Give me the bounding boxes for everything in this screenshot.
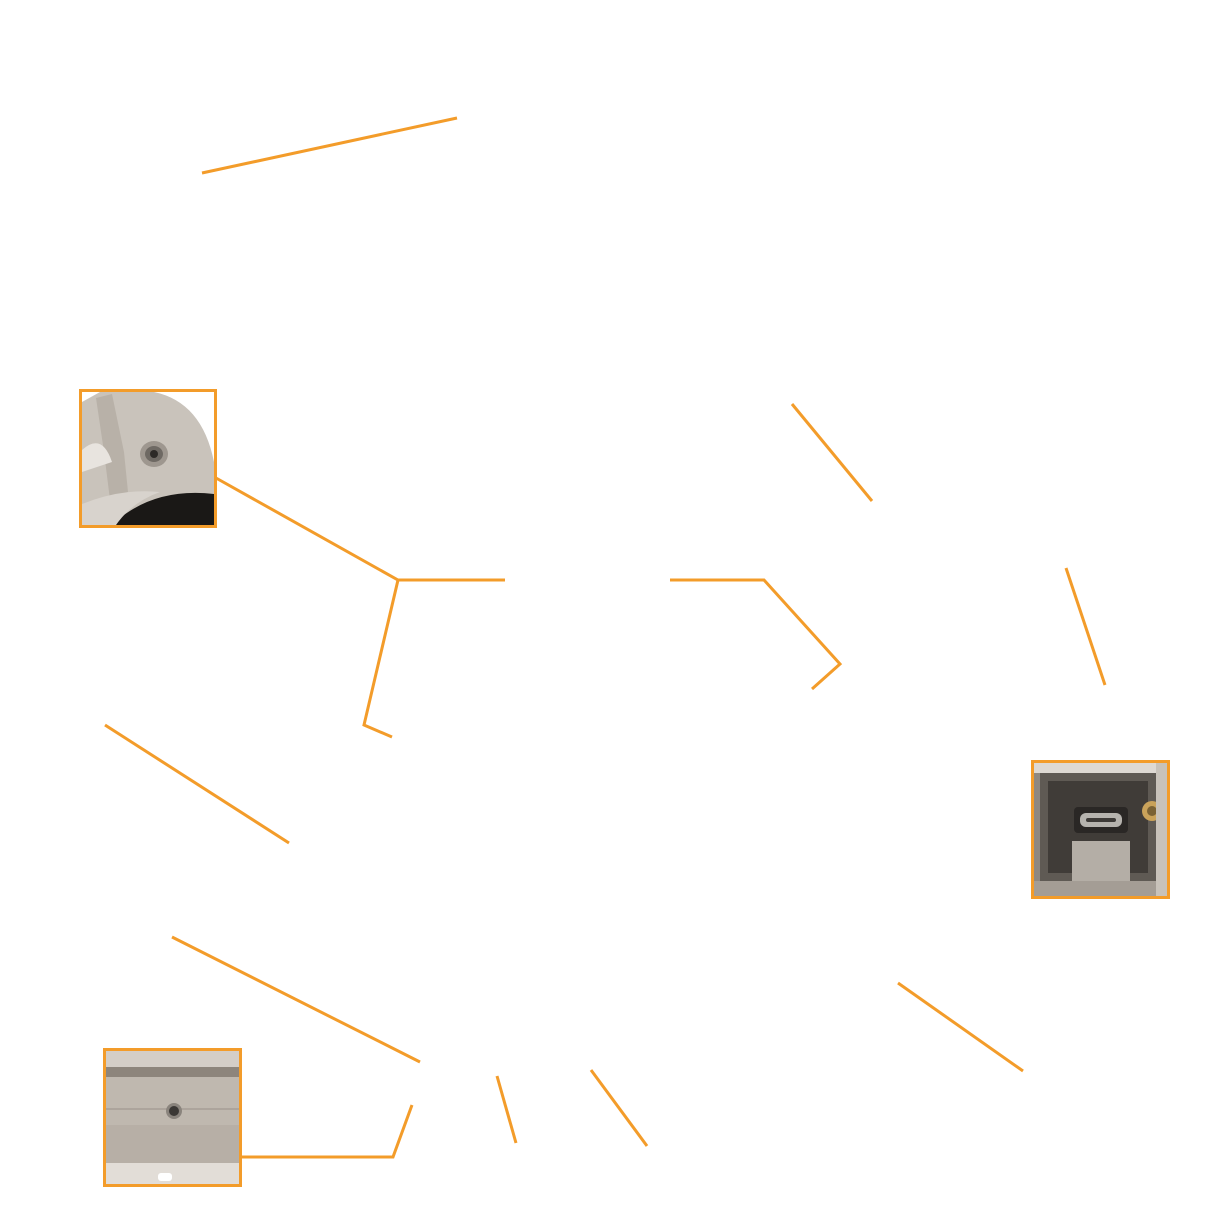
callout-line-top [201,116,458,175]
callout-line-bottom-a [495,1075,518,1144]
usb-port-inset [1031,760,1170,899]
bottom-insert-photo-icon [106,1051,239,1184]
callout-line-center-right [670,578,843,691]
bottom-insert-inset [103,1048,242,1187]
callout-line-upper-right [790,403,874,502]
callout-line-bottom-inset [242,1104,414,1159]
callout-line-left [104,723,290,845]
usb-port-photo-icon [1034,763,1167,896]
mount-hole-inset [79,389,217,528]
callout-line-center-left [362,579,400,739]
callout-line-lower-right [897,981,1024,1073]
callout-line-mount-inset [215,476,505,582]
callout-line-right [1064,567,1107,686]
callout-line-bottom-b [589,1069,649,1147]
callout-line-lower-left [171,935,421,1064]
mount-hole-photo-icon [82,392,214,525]
